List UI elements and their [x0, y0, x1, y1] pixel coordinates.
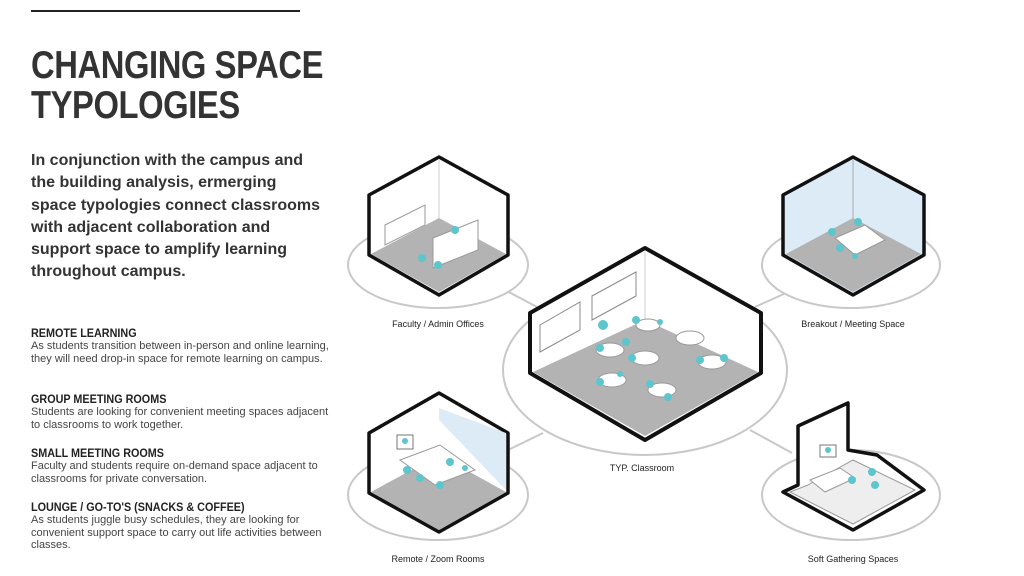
connector-lines [504, 289, 793, 454]
section-body: As students juggle busy schedules, they … [31, 514, 322, 551]
label-typ-classroom: TYP. Classroom [609, 463, 675, 473]
connector-breakout [754, 292, 787, 308]
section-heading: SMALL MEETING ROOMS [31, 446, 165, 460]
remote-room [367, 391, 510, 534]
whiteboard [539, 301, 581, 353]
faculty-room [367, 155, 510, 297]
label-remote-zoom-rooms: Remote / Zoom Rooms [391, 554, 485, 564]
label-breakout-meeting-space: Breakout / Meeting Space [801, 319, 905, 329]
section-heading: GROUP MEETING ROOMS [31, 392, 167, 406]
section-small-meeting-rooms: SMALL MEETING ROOMS Faculty and students… [31, 447, 331, 485]
section-group-meeting-rooms: GROUP MEETING ROOMS Students are looking… [31, 393, 331, 431]
label-faculty-admin-offices: Faculty / Admin Offices [392, 319, 484, 329]
breakout-room [781, 155, 926, 297]
section-lounge: LOUNGE / GO-TO'S (SNACKS & COFFEE) As st… [31, 501, 331, 552]
label-soft-gathering-spaces: Soft Gathering Spaces [807, 554, 899, 564]
section-body: Faculty and students require on-demand s… [31, 460, 318, 485]
top-rule [31, 10, 300, 12]
connector-faculty [504, 289, 538, 308]
section-body: Students are looking for convenient meet… [31, 406, 329, 431]
section-heading: LOUNGE / GO-TO'S (SNACKS & COFFEE) [31, 500, 245, 514]
section-heading: REMOTE LEARNING [31, 326, 137, 340]
classroom-room [528, 246, 763, 442]
section-body: As students transition between in-person… [31, 340, 329, 365]
soft-gathering-room [781, 401, 926, 532]
connector-remote [507, 432, 544, 451]
whiteboard [591, 271, 637, 321]
section-remote-learning: REMOTE LEARNING As students transition b… [31, 327, 331, 365]
person-figures [596, 316, 728, 401]
intro-paragraph: In conjunction with the campus and the b… [31, 152, 320, 281]
connector-soft [749, 429, 793, 454]
